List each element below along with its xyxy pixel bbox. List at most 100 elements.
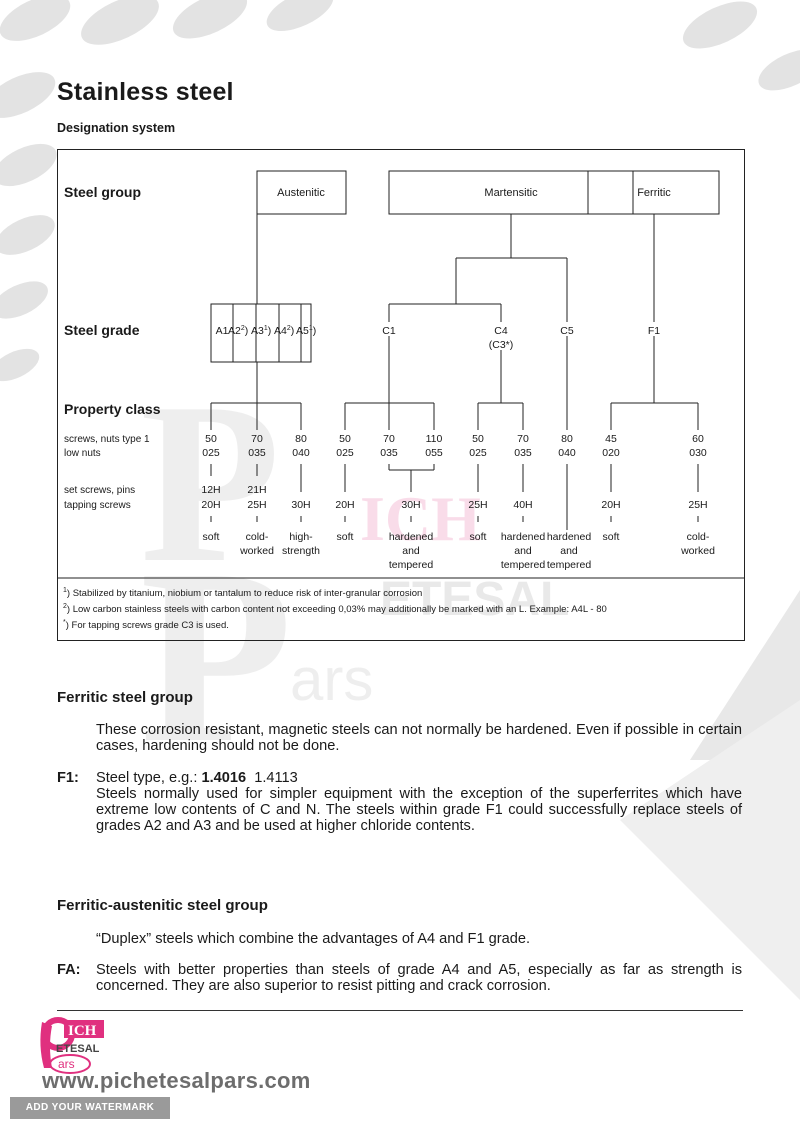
class-low: 030 [689, 447, 707, 459]
class-low: 025 [336, 447, 354, 459]
footer-divider [57, 1010, 743, 1011]
ferritic-intro: These corrosion resistant, magnetic stee… [96, 722, 742, 754]
row-label-set-screws: set screws, pins [64, 485, 135, 496]
class-desc: soft [603, 531, 620, 543]
svg-text:P: P [140, 518, 293, 795]
class-top: 50 [205, 433, 217, 445]
f1-text: Steels normally used for simpler equipme… [96, 786, 742, 834]
class-desc: worked [680, 545, 715, 557]
class-desc: cold- [246, 531, 269, 543]
class-desc: hardened [389, 531, 434, 543]
class-set1: 21H [247, 484, 266, 496]
class-desc: soft [203, 531, 220, 543]
class-set2: 20H [201, 499, 220, 511]
company-logo: ICH ETESAL ars [40, 1017, 104, 1074]
class-low: 040 [558, 447, 576, 459]
grade-a3: A31) [251, 325, 271, 337]
class-set2: 30H [291, 499, 310, 511]
f1-label-text: F1 [57, 770, 75, 786]
f1-label: F1: [57, 770, 79, 786]
f1-type: Steel type, e.g.: 1.4016 1.4113 [96, 770, 742, 786]
class-desc: tempered [547, 559, 592, 571]
class-low: 040 [292, 447, 310, 459]
footnote-3: *) For tapping screws grade C3 is used. [63, 619, 229, 631]
class-top: 70 [251, 433, 263, 445]
class-low: 035 [248, 447, 266, 459]
class-top: 60 [692, 433, 704, 445]
class-set2: 30H [401, 499, 420, 511]
class-desc: soft [470, 531, 487, 543]
website-url[interactable]: www.pichetesalpars.com [42, 1068, 311, 1093]
class-desc: tempered [501, 559, 546, 571]
grade-a5: A51) [296, 325, 316, 337]
property-class-columns: 50 025 12H 20H soft 70 035 21H 25H cold-… [201, 433, 715, 571]
class-set2: 20H [335, 499, 354, 511]
grade-a1: A1 [216, 325, 229, 337]
class-top: 45 [605, 433, 617, 445]
class-desc: hardened [547, 531, 592, 543]
class-set2: 25H [247, 499, 266, 511]
class-desc: and [514, 545, 532, 557]
class-top: 80 [295, 433, 307, 445]
class-top: 50 [472, 433, 484, 445]
grade-a2: A22) [228, 325, 248, 337]
f1-type-rest: 1.4113 [254, 770, 298, 786]
class-desc: and [402, 545, 420, 557]
duplex-heading: Ferritic-austenitic steel group [57, 897, 268, 914]
class-low: 035 [380, 447, 398, 459]
designation-chart: Steel group Steel grade Property class s… [58, 170, 744, 631]
logo-text-mid: ETESAL [56, 1043, 100, 1055]
class-desc: tempered [389, 559, 434, 571]
group-martensitic: Martensitic [484, 187, 538, 199]
class-set1: 12H [201, 484, 220, 496]
class-top: 50 [339, 433, 351, 445]
logo-text-bot: ars [58, 1057, 75, 1071]
class-desc: strength [282, 545, 320, 557]
class-low: 025 [202, 447, 220, 459]
class-low: 035 [514, 447, 532, 459]
grade-c3: (C3*) [489, 339, 514, 351]
designation-diagram: Steel group Steel grade Property class s… [57, 149, 745, 641]
page-subtitle: Designation system [57, 121, 176, 135]
svg-text:ICH: ICH [360, 483, 481, 554]
watermark-banner[interactable]: ADD YOUR WATERMARK [10, 1097, 170, 1119]
ferritic-heading: Ferritic steel group [57, 689, 193, 706]
class-set2: 25H [688, 499, 707, 511]
grade-f1: F1 [648, 325, 660, 337]
row-label-steel-grade: Steel grade [64, 322, 140, 338]
class-set2: 20H [601, 499, 620, 511]
row-label-tapping-screws: tapping screws [64, 500, 131, 511]
class-top: 110 [426, 433, 443, 445]
grade-a4: A42) [274, 325, 294, 337]
svg-text:ETESAL: ETESAL [380, 573, 569, 626]
grade-c1: C1 [382, 325, 396, 337]
row-label-screws-nuts: screws, nuts type 1 [64, 434, 150, 445]
class-desc: high- [289, 531, 313, 543]
svg-text:ars: ars [290, 646, 373, 713]
group-ferritic: Ferritic [637, 187, 671, 199]
f1-type-prefix: Steel type, e.g.: [96, 770, 202, 786]
duplex-intro: “Duplex” steels which combine the advant… [96, 931, 531, 947]
grade-c5: C5 [560, 325, 574, 337]
group-austenitic: Austenitic [277, 187, 325, 199]
logo-text-top: ICH [68, 1023, 97, 1039]
class-desc: and [560, 545, 578, 557]
class-low: 055 [425, 447, 443, 459]
row-label-property-class: Property class [64, 401, 161, 417]
class-desc: soft [337, 531, 354, 543]
f1-label-colon: : [74, 770, 79, 786]
grade-c4: C4 [494, 325, 508, 337]
fa-label: FA: [57, 962, 81, 978]
footnote-2: 2) Low carbon stainless steels with carb… [63, 603, 607, 615]
f1-type-bold: 1.4016 [201, 770, 247, 786]
class-top: 70 [383, 433, 395, 445]
class-desc: worked [239, 545, 274, 557]
footnote-1: 1) Stabilized by titanium, niobium or ta… [63, 587, 422, 599]
class-low: 020 [602, 447, 620, 459]
row-label-low-nuts: low nuts [64, 448, 101, 459]
row-label-steel-group: Steel group [64, 184, 141, 200]
class-low: 025 [469, 447, 487, 459]
class-desc: hardened [501, 531, 546, 543]
class-desc: cold- [687, 531, 710, 543]
class-set2: 40H [513, 499, 532, 511]
